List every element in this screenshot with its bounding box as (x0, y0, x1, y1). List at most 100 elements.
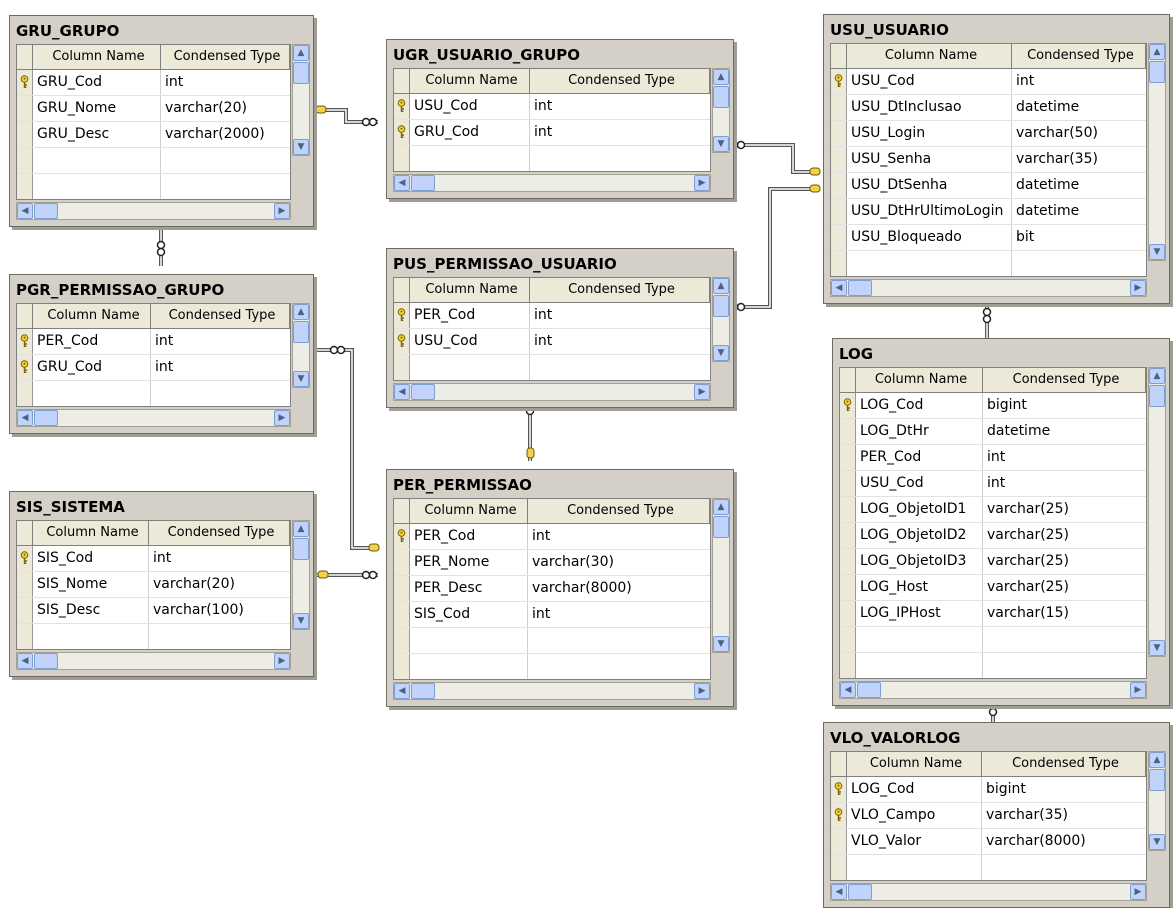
vertical-scrollbar[interactable]: ▲▼ (1148, 43, 1166, 261)
column-name[interactable]: GRU_Nome (33, 96, 161, 121)
row-selector[interactable] (831, 199, 847, 224)
row-selector[interactable] (831, 829, 847, 854)
column-type[interactable] (149, 624, 290, 649)
scroll-up-icon[interactable]: ▲ (1149, 752, 1165, 768)
column-type[interactable]: varchar(15) (987, 605, 1069, 621)
scroll-down-icon[interactable]: ▼ (713, 345, 729, 361)
column-type[interactable] (528, 628, 710, 653)
scroll-right-icon[interactable]: ▶ (1130, 682, 1146, 698)
column-name[interactable]: PER_Cod (856, 445, 983, 470)
column-name-header[interactable]: Column Name (847, 44, 1012, 68)
column-type[interactable]: varchar(30) (532, 554, 614, 570)
scroll-thumb[interactable] (713, 295, 729, 317)
column-type[interactable]: varchar(100) (153, 602, 244, 618)
column-type[interactable]: datetime (1016, 203, 1080, 219)
column-name-header[interactable]: Column Name (856, 368, 983, 392)
column-name[interactable]: SIS_Cod (410, 602, 528, 627)
column-name[interactable] (33, 148, 161, 173)
column-name[interactable]: GRU_Cod (33, 355, 151, 380)
scroll-down-icon[interactable]: ▼ (293, 613, 309, 629)
table-title[interactable]: LOG (839, 345, 874, 363)
vertical-scrollbar[interactable]: ▲▼ (1148, 367, 1166, 657)
scroll-up-icon[interactable]: ▲ (293, 521, 309, 537)
scroll-left-icon[interactable]: ◀ (831, 884, 847, 900)
empty-row[interactable] (17, 148, 290, 174)
column-name[interactable] (33, 381, 151, 406)
table-title[interactable]: GRU_GRUPO (16, 22, 120, 40)
row-selector[interactable] (831, 95, 847, 120)
column-type[interactable]: datetime (1016, 99, 1080, 115)
scroll-up-icon[interactable]: ▲ (293, 45, 309, 61)
column-type[interactable] (982, 855, 1146, 880)
scroll-right-icon[interactable]: ▶ (694, 384, 710, 400)
row-selector[interactable] (840, 653, 856, 678)
column-type[interactable]: varchar(2000) (165, 126, 265, 142)
condensed-type-header[interactable]: Condensed Type (982, 752, 1146, 776)
empty-row[interactable] (394, 355, 710, 380)
column-type[interactable]: bigint (986, 781, 1026, 797)
row-selector[interactable] (840, 601, 856, 626)
vertical-scrollbar[interactable]: ▲▼ (712, 498, 730, 653)
column-name[interactable]: VLO_Campo (847, 803, 982, 828)
row-selector[interactable] (831, 777, 847, 802)
row-selector[interactable] (17, 546, 33, 571)
column-name[interactable]: USU_Cod (856, 471, 983, 496)
scroll-left-icon[interactable]: ◀ (394, 384, 410, 400)
scroll-thumb[interactable] (1149, 385, 1165, 407)
column-name[interactable] (33, 174, 161, 199)
column-type[interactable]: int (987, 475, 1006, 491)
column-name[interactable]: USU_Bloqueado (847, 225, 1012, 250)
column-type[interactable]: int (534, 98, 553, 114)
horizontal-scrollbar[interactable]: ◀▶ (16, 202, 291, 220)
row-selector[interactable] (17, 355, 33, 380)
scroll-left-icon[interactable]: ◀ (394, 683, 410, 699)
column-type[interactable]: int (987, 449, 1006, 465)
scroll-thumb[interactable] (34, 410, 58, 426)
row-selector[interactable] (840, 627, 856, 652)
row-selector[interactable] (831, 855, 847, 880)
vertical-scrollbar[interactable]: ▲▼ (712, 68, 730, 153)
column-name[interactable]: USU_Cod (847, 69, 1012, 94)
column-type[interactable]: datetime (987, 423, 1051, 439)
column-name[interactable]: USU_DtSenha (847, 173, 1012, 198)
column-name-header[interactable]: Column Name (33, 304, 151, 328)
scroll-thumb[interactable] (848, 884, 872, 900)
column-type[interactable]: int (532, 606, 551, 622)
condensed-type-header[interactable]: Condensed Type (528, 499, 710, 523)
scroll-up-icon[interactable]: ▲ (713, 499, 729, 515)
column-type[interactable] (528, 654, 710, 679)
scroll-thumb[interactable] (411, 384, 435, 400)
column-type[interactable]: varchar(35) (986, 807, 1068, 823)
row-selector[interactable] (394, 355, 410, 380)
scroll-thumb[interactable] (1149, 769, 1165, 791)
empty-row[interactable] (394, 628, 710, 654)
column-type[interactable]: varchar(25) (987, 527, 1069, 543)
column-type[interactable]: varchar(50) (1016, 125, 1098, 141)
row-selector[interactable] (17, 148, 33, 173)
column-name-header[interactable]: Column Name (33, 45, 161, 69)
row-selector[interactable] (840, 393, 856, 418)
scroll-left-icon[interactable]: ◀ (394, 175, 410, 191)
column-type[interactable]: int (155, 359, 174, 375)
scroll-right-icon[interactable]: ▶ (274, 203, 290, 219)
empty-row[interactable] (17, 624, 290, 649)
scroll-down-icon[interactable]: ▼ (293, 371, 309, 387)
column-type[interactable]: varchar(35) (1016, 151, 1098, 167)
column-name[interactable]: USU_Cod (410, 94, 530, 119)
scroll-up-icon[interactable]: ▲ (713, 69, 729, 85)
